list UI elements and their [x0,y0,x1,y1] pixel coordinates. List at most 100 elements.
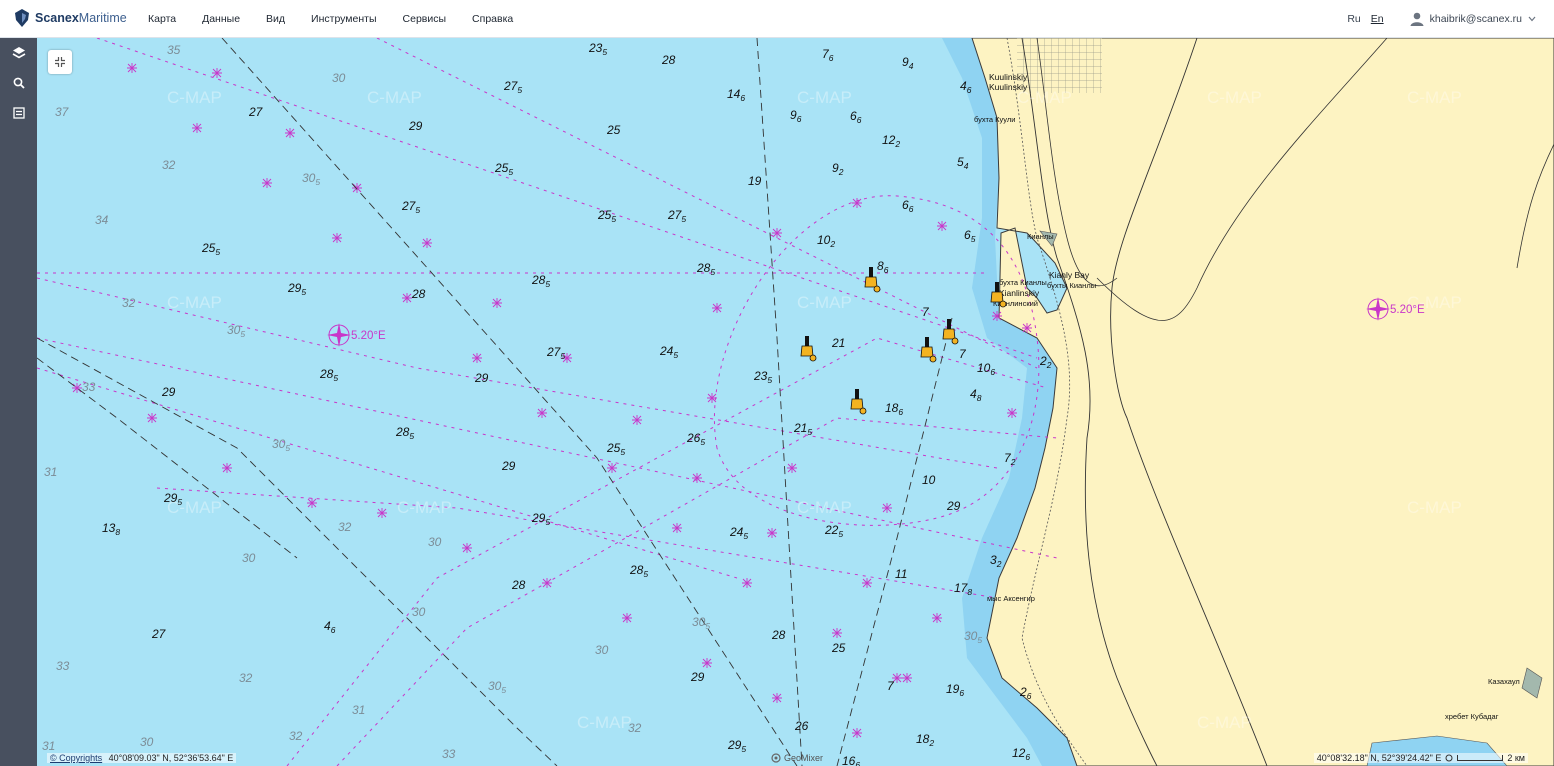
depth-sounding: 86 [877,259,889,275]
map-canvas[interactable]: Kuulinskiy Kuulinskiy бухта Куули Кианлы… [37,38,1554,766]
route-mark-icon [832,628,842,638]
route-mark-icon [712,303,722,313]
fairway-line [221,38,798,766]
list-button[interactable] [0,98,37,128]
app-logo[interactable]: ScanexMaritime [14,9,127,27]
nautical-map[interactable]: Kuulinskiy Kuulinskiy бухта Куули Кианлы… [37,38,1554,766]
compass-rose-left: 5.20°E [327,323,386,347]
route-line [37,277,998,469]
route-mark-icon [937,221,947,231]
depth-sounding: 32 [338,520,352,534]
scale-toggle-icon[interactable] [1445,754,1453,762]
depth-sounding: 29 [501,459,516,473]
depth-sounding: 33 [442,747,456,761]
chevron-down-icon [1528,16,1536,22]
depth-sounding: 29 [161,385,176,399]
layers-button[interactable] [0,38,37,68]
top-right-bar: Ru En khaibrik@scanex.ru [1347,0,1536,38]
cmap-watermark: C-MAP [1017,88,1072,107]
depth-sounding: 30 [428,535,442,549]
brand-light: Maritime [78,11,127,25]
route-mark-icon [262,178,272,188]
buoy-icon [942,319,959,345]
buoy-icon [864,267,881,293]
route-mark-icon [222,463,232,473]
depth-sounding: 37 [55,105,70,119]
lang-ru[interactable]: Ru [1347,13,1361,25]
geomixer-icon [771,753,781,763]
place-label: Кианлы [1027,232,1054,241]
route-mark-icon [1022,323,1032,333]
fairway-line [37,357,298,559]
place-labels: Kuulinskiy Kuulinskiy бухта Куули Кианлы… [974,72,1520,721]
road-5 [1516,143,1554,269]
search-icon [13,77,25,89]
route-mark-icon [377,508,387,518]
route-line [156,487,998,599]
place-label: Кианлинский [993,299,1038,308]
depth-sounding: 34 [95,213,109,227]
traffic-routes [37,38,1058,766]
search-button[interactable] [0,68,37,98]
menu-view[interactable]: Вид [266,13,286,25]
fairway-line [756,38,803,766]
lang-en[interactable]: En [1370,13,1384,25]
depth-sounding: 66 [902,198,914,214]
geomixer-logo[interactable]: GeoMixer [771,753,823,763]
route-mark-icon [212,68,222,78]
route-mark-icon [692,473,702,483]
depth-sounding: 7 [887,679,895,693]
menu-tools[interactable]: Инструменты [311,13,377,25]
route-mark-icon [772,228,782,238]
menu-map[interactable]: Карта [148,13,177,25]
depth-sounding: 33 [82,380,96,394]
menu-services[interactable]: Сервисы [402,13,447,25]
route-mark-icon [772,693,782,703]
cmap-watermark: C-MAP [167,498,222,517]
depth-sounding: 29 [946,499,961,513]
scale-label: 2 км [1507,753,1525,763]
depth-sounding: 28 [771,628,786,642]
depth-sounding: 46 [960,79,972,95]
depth-sounding: 28 [411,287,426,301]
route-line [37,337,1058,559]
depth-sounding: 32 [162,158,176,172]
depth-sounding: 31 [352,703,365,717]
collapse-button[interactable] [48,50,72,74]
place-label: Казахаул [1488,677,1520,686]
depth-sounding: 35 [167,43,181,57]
depth-sounding: 30 [242,551,256,565]
route-mark-icon [537,408,547,418]
route-mark-icon [787,463,797,473]
route-mark-icon [192,123,202,133]
route-mark-icon [702,658,712,668]
user-menu[interactable]: khaibrik@scanex.ru [1410,12,1536,26]
route-mark-icon [147,413,157,423]
depth-sounding: 30 [140,735,154,749]
menu-data[interactable]: Данные [202,13,241,25]
small-landmark [1039,230,1058,247]
compass-rose-right: 5.20°E [1366,297,1425,321]
route-mark-icon [862,578,872,588]
status-left: © Copyrights 40°08'09.03" N, 52°36'53.64… [47,753,237,763]
place-label: бухта Куули [974,115,1015,124]
menu-help[interactable]: Справка [472,13,514,25]
route-mark-icon [562,353,572,363]
depth-sounding: 30 [332,71,346,85]
declination-label: 5.20°E [1390,304,1425,316]
route-mark-icon [882,503,892,513]
cmap-watermark: C-MAP [167,88,222,107]
depth-sounding: 21 [831,336,845,350]
route-mark-icon [422,238,432,248]
route-line [37,367,738,579]
depth-sounding: 7 [922,305,930,319]
route-mark-icon [462,543,472,553]
depth-sounding: 92 [832,161,844,177]
place-label: бухты Кианлы [1047,281,1096,290]
route-line [286,337,1048,766]
cmap-watermark: C-MAP [1407,293,1462,312]
depth-sounding: 27 [248,105,264,119]
depth-sounding: 27 [151,627,167,641]
route-mark-icon [72,383,82,393]
copyrights-link[interactable]: © Copyrights [50,753,103,763]
